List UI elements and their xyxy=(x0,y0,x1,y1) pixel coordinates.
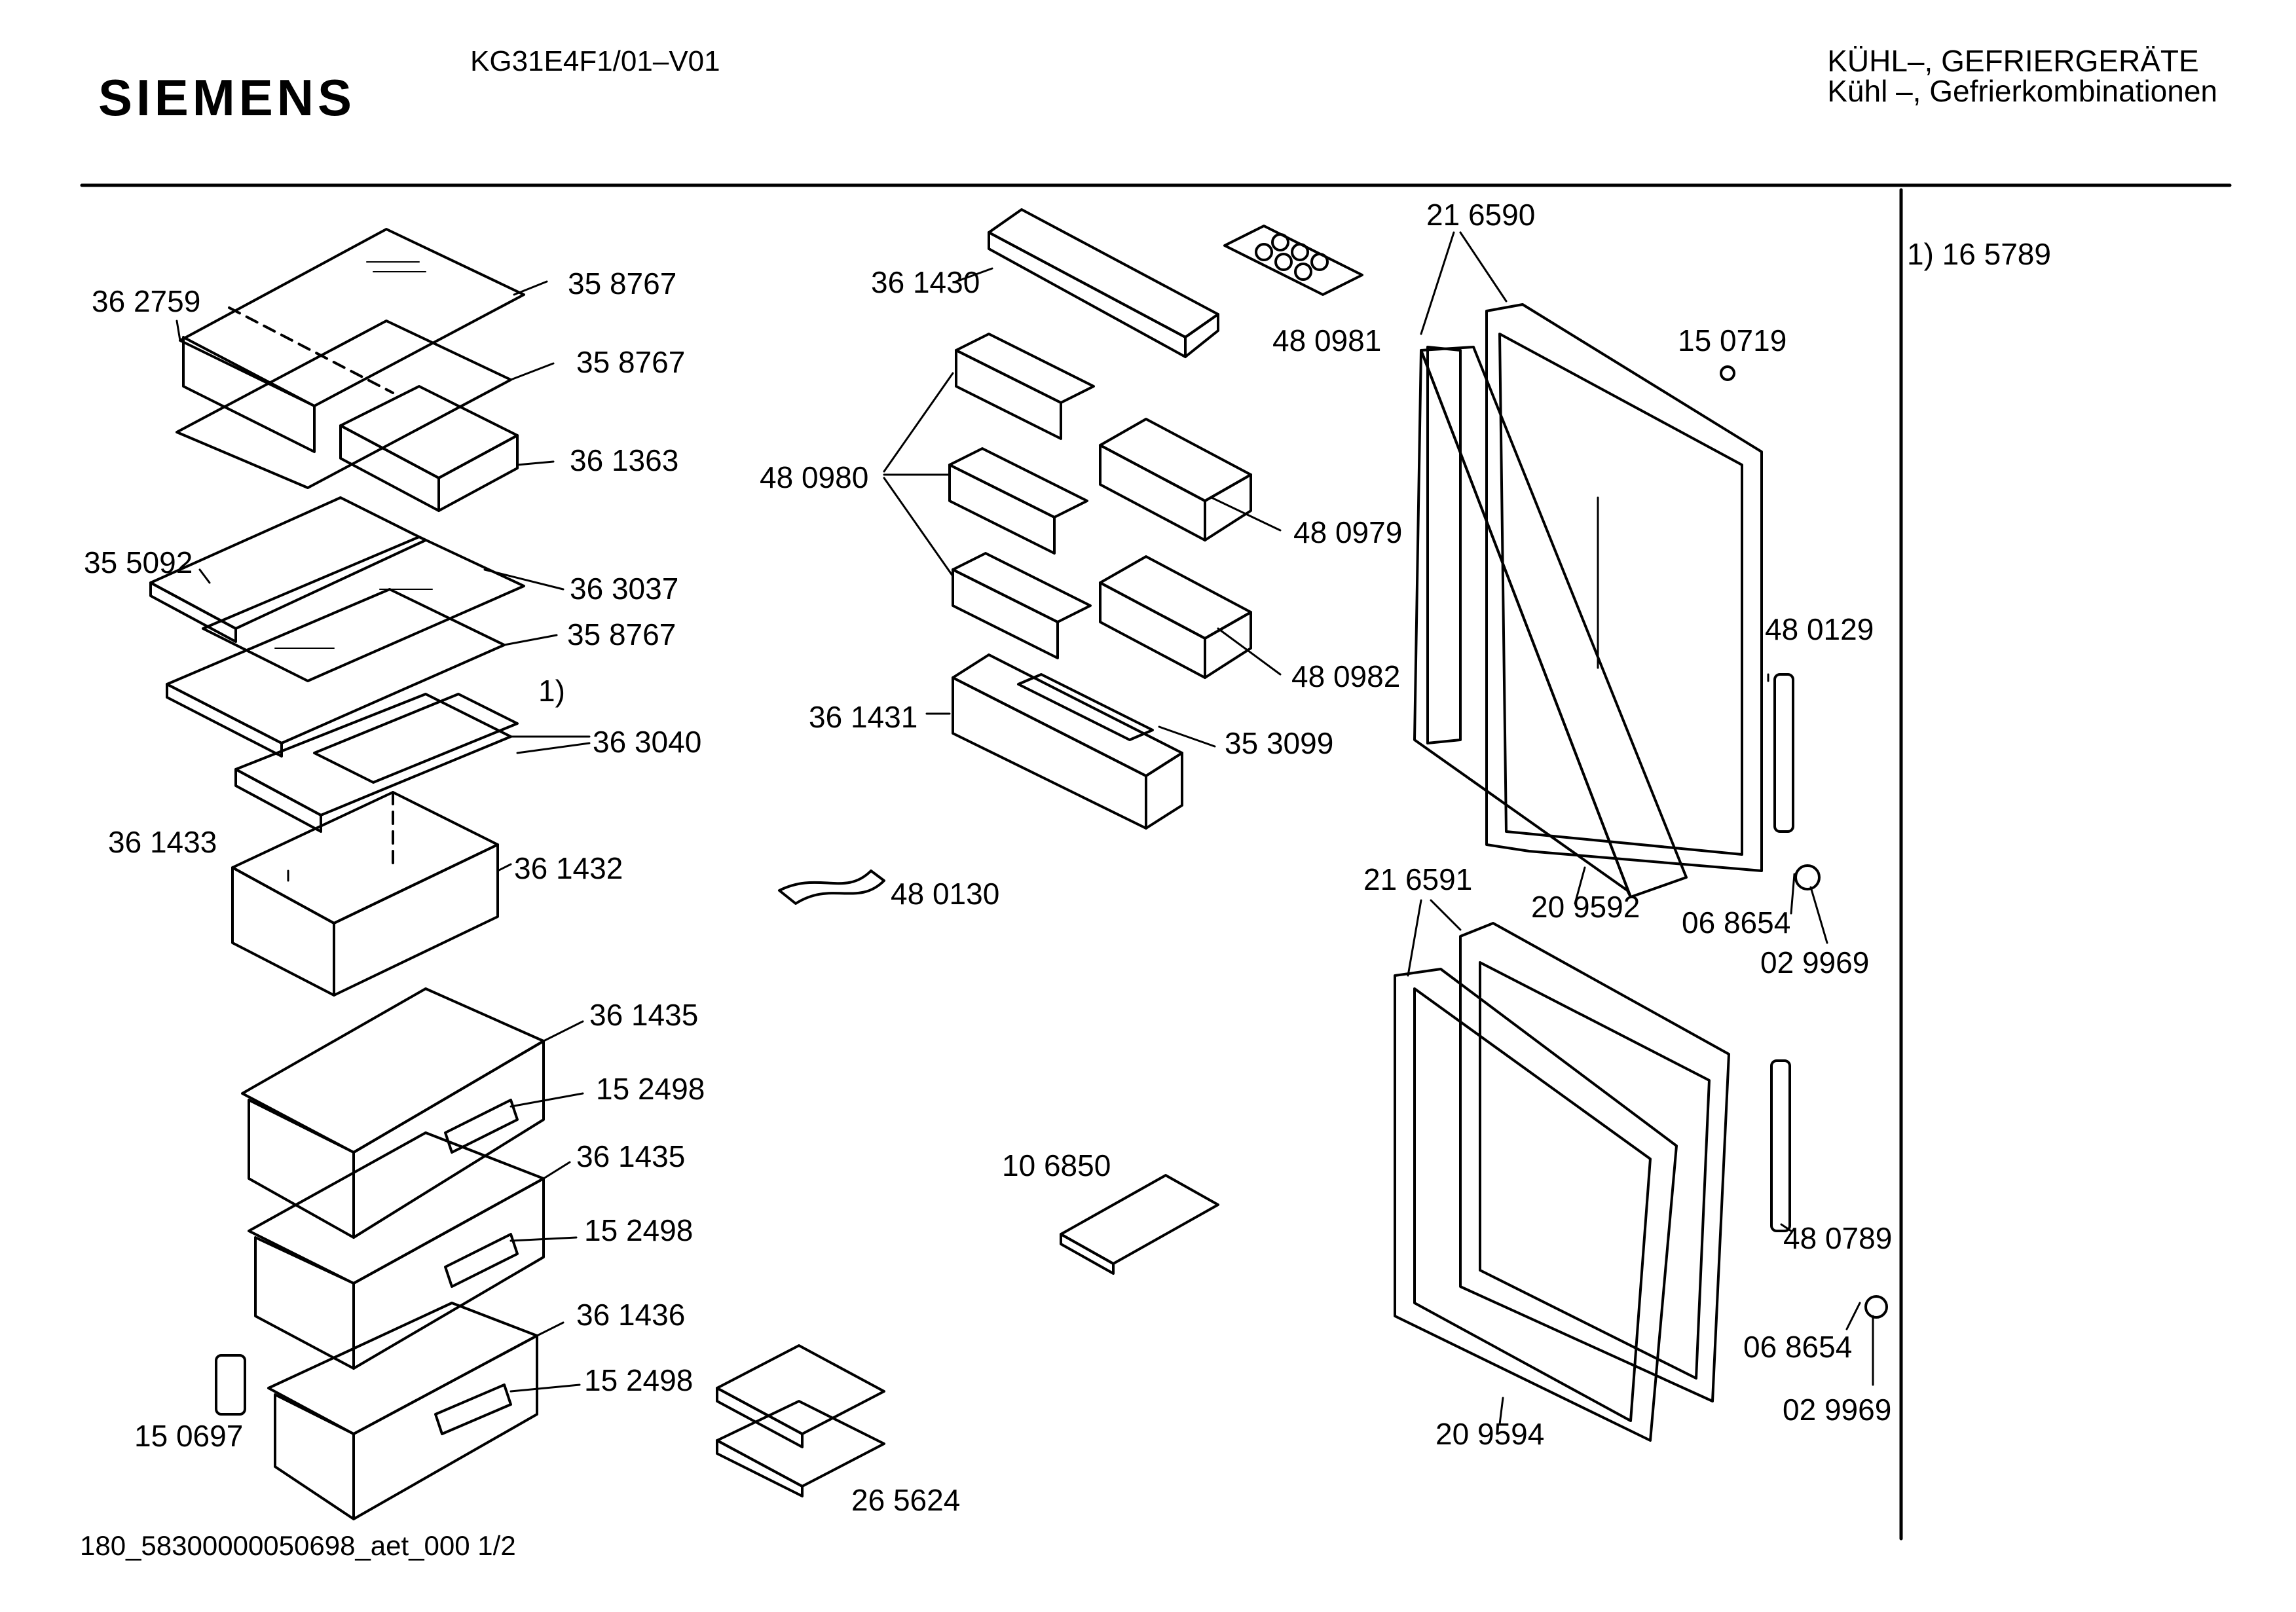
part-152498-a: 15 2498 xyxy=(596,1072,705,1106)
part-480979: 48 0979 xyxy=(1293,515,1403,549)
part-480130: 48 0130 xyxy=(891,877,1000,911)
part-355092: 35 5092 xyxy=(84,545,193,579)
fridge-door xyxy=(1485,303,1763,872)
leader-lines xyxy=(176,231,1874,1425)
part-358767-a: 35 8767 xyxy=(568,266,677,301)
crisper-drawer-1 xyxy=(241,987,545,1239)
part-068654-b: 06 8654 xyxy=(1743,1330,1853,1364)
door-bins-480982 xyxy=(1099,555,1252,679)
part-353099: 35 3099 xyxy=(1225,726,1334,760)
part-361433: 36 1433 xyxy=(108,825,217,859)
door-rack-361430 xyxy=(988,208,1219,358)
part-361431: 36 1431 xyxy=(809,700,918,734)
part-216591: 21 6591 xyxy=(1363,862,1473,896)
part-363037: 36 3037 xyxy=(570,572,679,606)
category-title: KÜHL–, GEFRIERGERÄTE Kühl –, Gefrierkomb… xyxy=(1827,46,2217,106)
category-line-1: KÜHL–, GEFRIERGERÄTE xyxy=(1827,44,2199,78)
part-068654-a: 06 8654 xyxy=(1682,906,1791,940)
egg-tray xyxy=(1223,225,1363,296)
bottle-rack-361431 xyxy=(952,653,1183,830)
part-footnote-ref: 1) xyxy=(538,674,565,708)
part-361430: 36 1430 xyxy=(871,265,980,299)
part-361435-a: 36 1435 xyxy=(589,998,699,1032)
part-029969-b: 02 9969 xyxy=(1783,1393,1892,1427)
model-number: KG31E4F1/01–V01 xyxy=(470,45,720,77)
part-358767-b: 35 8767 xyxy=(576,345,686,379)
part-361363: 36 1363 xyxy=(570,443,679,477)
bottle-clip-480130 xyxy=(778,870,885,905)
brand-logo: SIEMENS xyxy=(98,69,356,126)
part-480789: 48 0789 xyxy=(1783,1221,1893,1255)
part-480981: 48 0981 xyxy=(1272,323,1382,357)
part-150719: 15 0719 xyxy=(1678,323,1787,357)
freezer-door xyxy=(1459,922,1730,1402)
door-bins-480979 xyxy=(1099,418,1252,541)
part-480982: 48 0982 xyxy=(1291,659,1401,693)
part-209592: 20 9592 xyxy=(1531,890,1640,924)
fridge-door-handle xyxy=(1773,673,1794,833)
part-152498-c: 15 2498 xyxy=(584,1363,694,1397)
part-152498-b: 15 2498 xyxy=(584,1213,694,1247)
fridge-door-gasket xyxy=(1413,346,1688,898)
glass-shelves xyxy=(149,496,525,758)
part-216590: 21 6590 xyxy=(1426,198,1536,232)
freezer-door-handle xyxy=(1770,1059,1791,1232)
crisper-drawer-3 xyxy=(267,1302,538,1520)
part-361436: 36 1436 xyxy=(576,1298,686,1332)
hinge-screws xyxy=(1720,365,1888,1319)
part-265624: 26 5624 xyxy=(851,1483,961,1517)
footnote: 1) 16 5789 xyxy=(1907,237,2051,271)
drawer-handle-150697 xyxy=(215,1354,246,1416)
part-029969-a: 02 9969 xyxy=(1760,945,1870,980)
part-362759: 36 2759 xyxy=(92,284,201,318)
part-358767-c: 35 8767 xyxy=(567,617,676,651)
door-bins-480980 xyxy=(948,333,1095,659)
category-line-2: Kühl –, Gefrierkombinationen xyxy=(1827,74,2217,108)
freezer-door-gasket xyxy=(1394,968,1678,1442)
part-363040: 36 3040 xyxy=(593,725,702,759)
part-150697: 15 0697 xyxy=(134,1419,244,1453)
crisper-drawer-2 xyxy=(248,1131,545,1370)
part-209594: 20 9594 xyxy=(1435,1417,1545,1451)
part-480980: 48 0980 xyxy=(760,460,869,494)
ice-cube-tray-106850 xyxy=(1060,1174,1219,1275)
freezer-basket xyxy=(231,791,499,997)
document-id-footer: 180_58300000050698_aet_000 1/2 xyxy=(80,1530,516,1561)
ice-trays xyxy=(234,693,519,833)
part-480129: 48 0129 xyxy=(1765,612,1874,646)
part-361435-b: 36 1435 xyxy=(576,1139,686,1173)
cold-packs-265624 xyxy=(716,1344,885,1497)
part-361432: 36 1432 xyxy=(514,851,623,885)
part-106850: 10 6850 xyxy=(1002,1148,1111,1182)
top-shelf-assembly xyxy=(176,228,525,512)
